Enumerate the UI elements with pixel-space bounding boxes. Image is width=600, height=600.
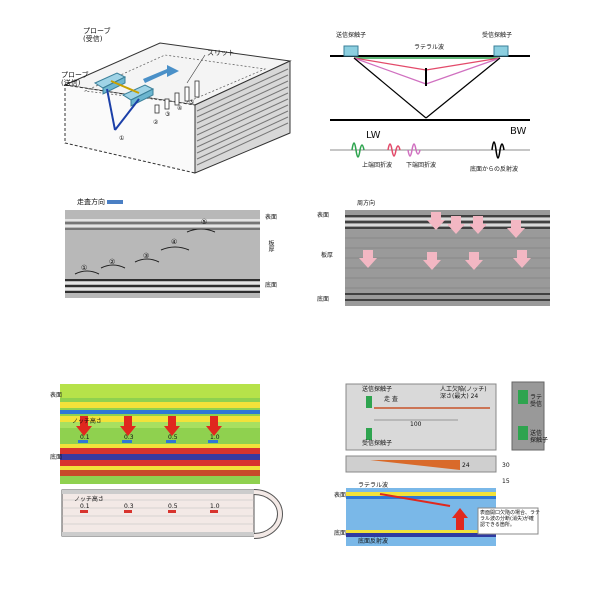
- label-f-side-bottom: 送信 探触子: [530, 430, 549, 444]
- marker-c-5: ⑤: [201, 218, 208, 226]
- bscan-image: [65, 200, 260, 298]
- label-f-lateral: ラテラル波: [358, 482, 389, 489]
- label-f-notch: 人工欠陥(ノッチ) 深さ(最大) 24: [440, 386, 487, 400]
- label-lower-tip: 下端回折波: [406, 162, 437, 169]
- label-f-rx: 受信探触子: [362, 440, 393, 447]
- probe-receiver: [93, 72, 127, 95]
- label-f-depth-b: 15: [502, 478, 510, 485]
- label-e-pipe-value-1: 0.1: [80, 503, 90, 510]
- panel-pipe-scan: 送信探触子 走 査 人工欠陥(ノッチ) 深さ(最大) 24 100 受信探触子 …: [334, 380, 550, 550]
- label-slit: スリット: [207, 49, 235, 57]
- label-bottom: 底面: [265, 282, 278, 289]
- marker-c-1: ①: [81, 264, 88, 272]
- label-lw: LW: [366, 130, 381, 141]
- marker-c-2: ②: [109, 258, 116, 266]
- label-e-pipe-value-4: 1.0: [210, 503, 220, 510]
- bscan-arrows-image: [345, 210, 550, 306]
- label-upper-tip: 上端回折波: [362, 162, 393, 169]
- label-e-pipe-value-3: 0.5: [168, 503, 178, 510]
- label-f-bottom: 底面: [334, 530, 347, 537]
- label-surface: 表面: [265, 214, 278, 221]
- label-tx: 送信探触子: [336, 32, 367, 39]
- label-e-value-4: 1.0: [210, 434, 220, 441]
- label-e-pipe-value-2: 0.3: [124, 503, 134, 510]
- label-f-length: 100: [410, 421, 422, 428]
- marker-c-3: ③: [143, 252, 150, 260]
- panel-tofd-principle: 送信探触子 受信探触子 ラテラル波 LW BW 上端回折波 下端回折波 底面から…: [330, 22, 530, 182]
- panel-bscan-arrows: 表面 周方向 板厚 底面: [305, 198, 550, 310]
- label-e-value-2: 0.3: [124, 434, 134, 441]
- label-d-bottom: 底面: [317, 296, 330, 303]
- marker-3: ③: [165, 111, 171, 118]
- label-bottom-reflect: 底面からの反射波: [470, 166, 519, 173]
- panel-bscan-markers: 走査方向 表面 板厚 底面 ① ② ③ ④ ⑤: [55, 198, 295, 302]
- label-thickness: 板厚: [267, 240, 274, 252]
- label-f-note: 表面開口欠陥の場合、ラテ ラル波の分断(消失)が確 認できる箇所。: [480, 510, 541, 528]
- label-rx: 受信探触子: [482, 32, 513, 39]
- label-e-pipe-notch: ノッチ高さ: [74, 496, 104, 503]
- label-scan-direction: 走査方向: [77, 198, 105, 206]
- color-bscan-image: [60, 384, 283, 539]
- panel-3d-block: プローブ (受信) プローブ (送信) スリット ① ② ③ ④ ⑤: [55, 25, 295, 175]
- label-f-surface: 表面: [334, 492, 347, 499]
- label-e-notch: ノッチ高さ: [72, 418, 102, 425]
- label-lateral-wave: ラテラル波: [414, 44, 445, 51]
- label-bw: BW: [510, 126, 527, 137]
- pipe-scan-image: [345, 381, 545, 546]
- block-illustration: [63, 42, 292, 174]
- label-probe-receiver: プローブ (受信): [83, 27, 111, 43]
- label-f-tx: 送信探触子: [362, 386, 393, 393]
- label-e-bottom: 底面: [50, 454, 63, 461]
- marker-5: ⑤: [189, 99, 195, 106]
- label-f-scan: 走 査: [384, 396, 398, 403]
- label-f-notch-depth: 24: [462, 462, 470, 469]
- label-f-bottom-reflect: 底面反射波: [358, 538, 389, 545]
- label-d-thickness: 板厚: [321, 252, 334, 259]
- label-e-value-1: 0.1: [80, 434, 90, 441]
- label-f-side-top: ラテ 受信: [530, 394, 543, 408]
- marker-c-4: ④: [171, 238, 178, 246]
- marker-2: ②: [153, 119, 159, 126]
- tofd-diagram: [330, 45, 530, 159]
- marker-4: ④: [177, 105, 183, 112]
- marker-1: ①: [119, 135, 125, 142]
- label-e-surface: 表面: [50, 392, 63, 399]
- label-d-circumferential: 周方向: [357, 200, 376, 207]
- label-d-surface: 表面: [317, 212, 330, 219]
- panel-color-bscan: 表面 底面 ノッチ高さ 0.1 0.3 0.5 1.0 ノッチ高さ 0.1 0.…: [50, 382, 290, 542]
- label-f-depth-a: 30: [502, 462, 510, 469]
- label-probe-transmitter: プローブ (送信): [61, 71, 89, 87]
- label-e-value-3: 0.5: [168, 434, 178, 441]
